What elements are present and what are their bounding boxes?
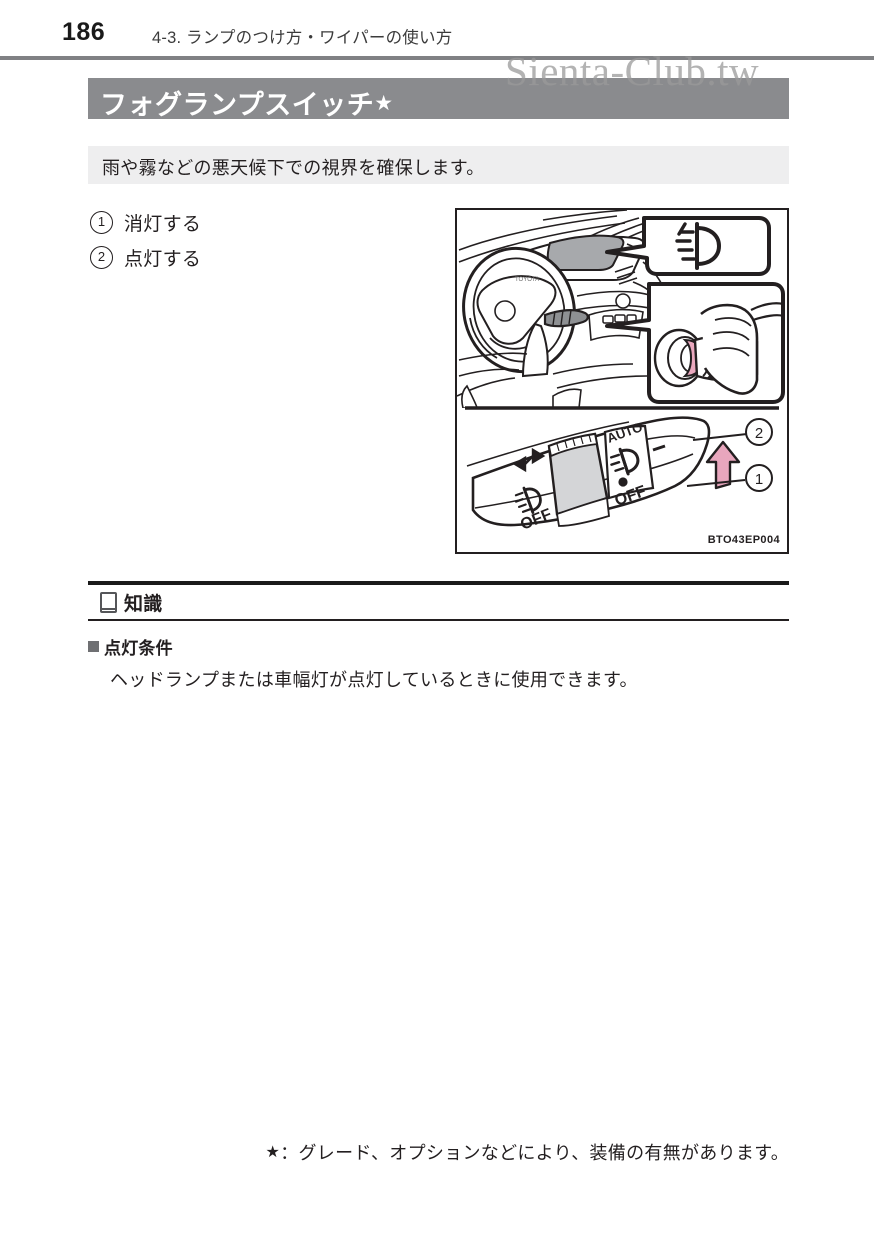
- section-subtitle-bar: 雨や霧などの悪天候下での視界を確保します。: [88, 146, 789, 184]
- lever-tick: [652, 444, 666, 452]
- left-spoke: [469, 317, 498, 359]
- headlight-switch-ring: [603, 424, 655, 500]
- book-icon-band: [100, 607, 117, 610]
- book-icon-frame: [100, 592, 117, 613]
- knowledge-subheading-label: 点灯条件: [104, 639, 173, 658]
- list-item: 2 点灯する: [90, 240, 420, 275]
- dashboard-scene: TOYOTA: [457, 210, 666, 408]
- pedal-shape: [461, 384, 478, 408]
- header-divider: [0, 56, 874, 60]
- marker-label-1: 1: [755, 471, 763, 488]
- lever-switch-scene: OFF AUTO OFF 2: [466, 416, 773, 534]
- knowledge-top-rule: [88, 581, 789, 585]
- combination-switch-lever: [543, 309, 589, 328]
- section-subtitle: 雨や霧などの悪天候下での視界を確保します。: [102, 158, 485, 178]
- footnote: ★：グレード、オプションなどにより、装備の有無があります。: [88, 1139, 789, 1165]
- callout-label-2: 点灯する: [124, 249, 202, 270]
- callout-number-1: 1: [90, 211, 113, 234]
- page-number: 186: [62, 18, 106, 46]
- section-title-bar: フォグランプスイッチ★: [88, 78, 789, 122]
- steering-column: [521, 322, 549, 378]
- console-shape: [552, 388, 582, 408]
- marker-circle-2: [745, 418, 773, 446]
- figure-code: BTO43EP004: [707, 534, 780, 546]
- knowledge-subheading: 点灯条件: [88, 634, 789, 659]
- knowledge-body: 点灯条件 ヘッドランプまたは車幅灯が点灯しているときに使用できます。: [88, 634, 789, 694]
- rotation-arrow: [705, 440, 741, 490]
- headlamp-symbol: [609, 447, 640, 476]
- illustration-drawing: TOYOTA: [457, 210, 785, 534]
- hand-outline: [700, 303, 759, 395]
- collar-base: [555, 496, 610, 527]
- horn-pad: [494, 300, 516, 322]
- callout-list: 1 消灯する 2 点灯する: [90, 205, 420, 275]
- leader-line-2: [692, 433, 748, 441]
- section-title-label: フォグランプスイッチ: [100, 90, 375, 120]
- knowledge-title: 知識: [124, 594, 163, 615]
- collar-ridge: [547, 432, 599, 458]
- marker-circle-1: [745, 464, 773, 492]
- square-bullet-icon: [88, 641, 99, 652]
- dash-knob: [615, 293, 631, 309]
- turn-signal-icon: [512, 447, 546, 473]
- marker-label-2: 2: [755, 425, 763, 442]
- title-star-icon: ★: [374, 92, 394, 115]
- knowledge-header: 知識: [100, 589, 163, 616]
- knowledge-paragraph: ヘッドランプまたは車幅灯が点灯しているときに使用できます。: [110, 670, 638, 690]
- knowledge-bottom-rule: [88, 619, 789, 621]
- position-lamp-dot: [618, 477, 628, 487]
- book-icon: [100, 592, 117, 613]
- page-header: 186 4-3. ランプのつけ方・ワイパーの使い方: [0, 18, 874, 58]
- list-item: 1 消灯する: [90, 205, 420, 240]
- callout-number-2: 2: [90, 246, 113, 269]
- chapter-breadcrumb: 4-3. ランプのつけ方・ワイパーの使い方: [152, 29, 453, 47]
- airbag-hub: [476, 275, 557, 345]
- wheel-emblem: TOYOTA: [515, 277, 539, 283]
- front-fog-symbol: [514, 486, 542, 514]
- callout-label-1: 消灯する: [124, 214, 202, 235]
- illustration-panel: TOYOTA: [455, 208, 789, 554]
- leader-line-1: [686, 479, 746, 487]
- footnote-star-icon: ★: [265, 1144, 281, 1161]
- footnote-text: ：グレード、オプションなどにより、装備の有無があります。: [280, 1143, 789, 1163]
- hand-knob-callout-bubble: [605, 282, 785, 404]
- section-title: フォグランプスイッチ★: [100, 83, 394, 122]
- indicator-callout-bubble: [605, 216, 771, 276]
- rear-fog-lamp-symbol: [675, 222, 722, 270]
